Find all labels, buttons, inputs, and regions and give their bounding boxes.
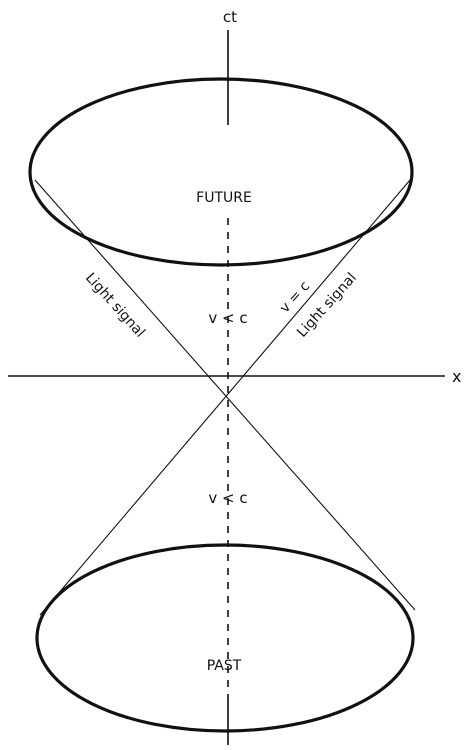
- light-line-rising: [34, 179, 416, 611]
- past-label: PAST: [207, 658, 242, 674]
- light-signal-left-label: Light signal: [82, 270, 148, 341]
- past-cone-rim: [35, 543, 415, 733]
- x-axis-label: x: [452, 367, 461, 386]
- lower-velocity-label: v < c: [208, 489, 247, 507]
- light-line-falling: [39, 179, 411, 616]
- ct-axis-label: ct: [223, 8, 237, 26]
- future-cone-rim: [28, 77, 414, 267]
- future-label: FUTURE: [196, 190, 252, 206]
- light-speed-label: v = c: [277, 278, 313, 316]
- upper-velocity-label: v < c: [208, 309, 247, 327]
